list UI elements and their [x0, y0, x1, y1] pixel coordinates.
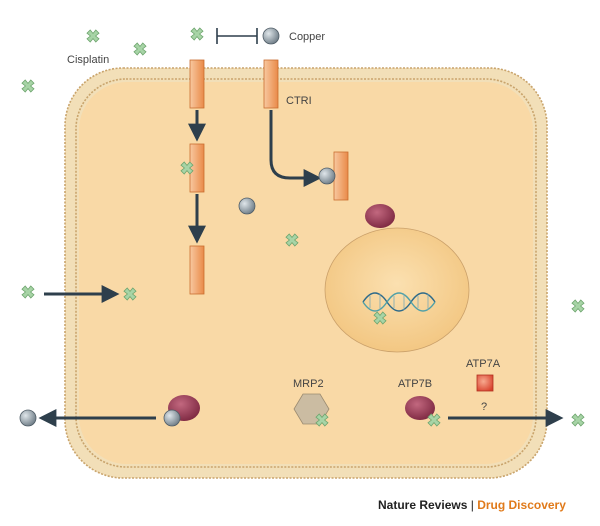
vesicle-cytoplasm — [365, 204, 395, 228]
journal-name: Nature Reviews — [378, 498, 468, 512]
copper-label: Copper — [289, 31, 325, 43]
copper-icon — [318, 167, 336, 185]
vesicle-transporter-1 — [189, 143, 205, 193]
atp7a-box — [476, 374, 494, 392]
cisplatin-icon — [190, 27, 204, 41]
mrp2-label: MRP2 — [293, 378, 324, 390]
cisplatin-label: Cisplatin — [67, 54, 109, 66]
vesicle-transporter-2 — [189, 245, 205, 295]
cisplatin-icon — [86, 29, 100, 43]
copper-icon — [19, 409, 37, 427]
cisplatin-icon — [373, 311, 387, 325]
ctr1-label: CTRI — [286, 95, 312, 107]
copper-icon — [163, 409, 181, 427]
cisplatin-icon — [133, 42, 147, 56]
cisplatin-icon — [285, 233, 299, 247]
copper-markers — [19, 27, 336, 427]
atp7a-unknown-label: ? — [481, 401, 487, 413]
vesicle-transporter-3 — [333, 151, 349, 201]
atp7b-label: ATP7B — [398, 378, 432, 390]
cisplatin-icon — [21, 285, 35, 299]
ctr1-transporter-right — [263, 59, 279, 109]
inhibition-symbol — [216, 28, 258, 44]
nucleus — [324, 227, 470, 353]
journal-section: Drug Discovery — [477, 498, 566, 512]
atp7b-vesicle — [405, 396, 435, 420]
publication-credit: Nature Reviews | Drug Discovery — [378, 498, 566, 512]
cell-membrane-inner — [75, 78, 537, 468]
cisplatin-icon — [123, 287, 137, 301]
cisplatin-icon — [571, 299, 585, 313]
atp7a-label: ATP7A — [466, 358, 501, 370]
cisplatin-icon — [315, 413, 329, 427]
arrow-copper-to-vesicle — [269, 110, 322, 187]
cisplatin-markers — [21, 27, 585, 427]
copper-icon — [262, 27, 280, 45]
dna-helix-icon — [362, 292, 436, 312]
cisplatin-icon — [571, 413, 585, 427]
cisplatin-icon — [21, 79, 35, 93]
transport-arrows — [38, 110, 564, 427]
cisplatin-icon — [180, 161, 194, 175]
cisplatin-icon — [427, 413, 441, 427]
copper-icon — [238, 197, 256, 215]
credit-separator: | — [470, 498, 474, 512]
ctr1-transporter-left — [189, 59, 205, 109]
